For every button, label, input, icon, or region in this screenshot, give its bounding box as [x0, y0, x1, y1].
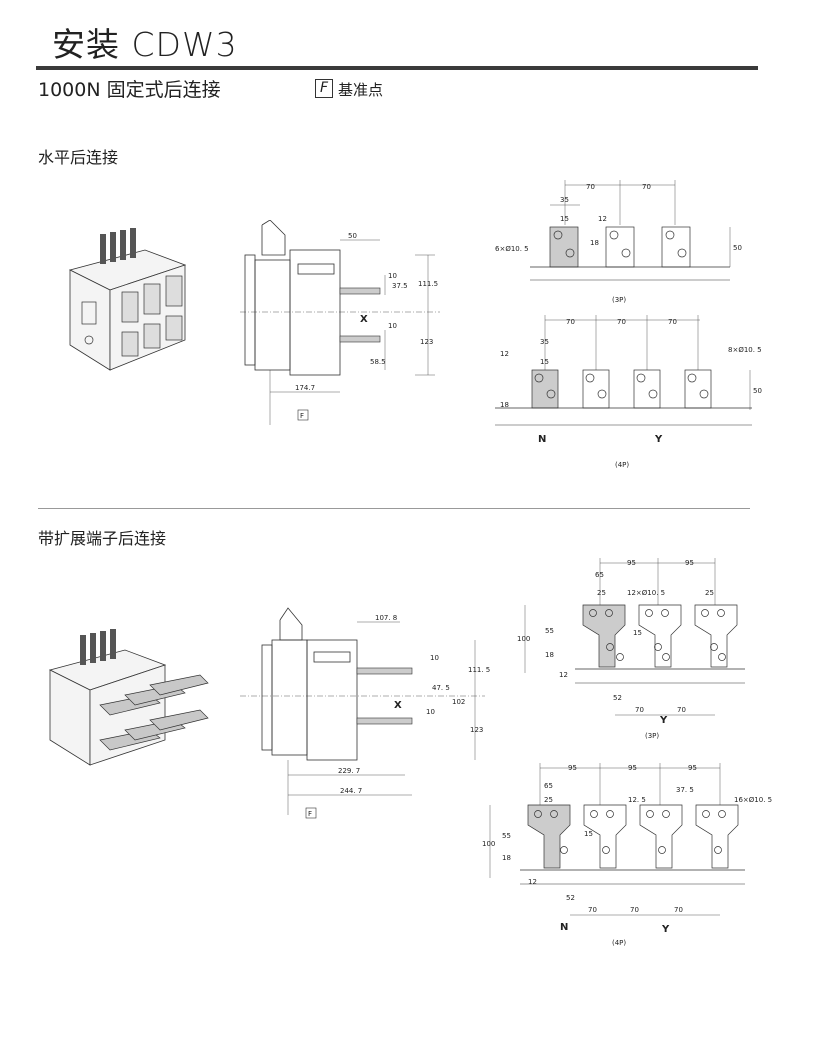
title-rule — [36, 66, 758, 70]
dim-229-7: 229. 7 — [338, 767, 360, 775]
dim-70-b: 70 — [677, 706, 686, 714]
hole-spec: 12×Ø10. 5 — [627, 589, 665, 597]
hole-spec: 6×Ø10. 5 — [495, 245, 529, 253]
dim-65: 65 — [544, 782, 553, 790]
dim-18: 18 — [500, 401, 509, 409]
dim-12: 12 — [598, 215, 607, 223]
dim-12-5: 12. 5 — [628, 796, 646, 804]
n-label: N — [538, 434, 546, 445]
side-view-horizontal: 50 10 37.5 111.5 X 10 123 58.5 174.7 F — [240, 220, 440, 425]
reference-point-label: 基准点 — [338, 81, 384, 99]
dim-55: 55 — [502, 832, 511, 840]
breaker-3d-view-horizontal — [68, 228, 187, 371]
dim-70-a: 70 — [588, 906, 597, 914]
dim-15: 15 — [540, 358, 549, 366]
dim-111-5: 111.5 — [418, 280, 438, 288]
dim-70-a: 70 — [635, 706, 644, 714]
view-label-4p: (4P) — [615, 461, 629, 469]
view-label-3p: (3P) — [645, 732, 659, 740]
dim-70-c: 70 — [674, 906, 683, 914]
dim-95-b: 95 — [685, 559, 694, 567]
section-heading-extended: 带扩展端子后连接 — [38, 529, 167, 548]
ref-f-label: F — [308, 810, 312, 818]
dim-15: 15 — [584, 830, 593, 838]
dim-100: 100 — [517, 635, 530, 643]
dim-15: 15 — [633, 629, 642, 637]
view-label-3p: (3P) — [612, 296, 626, 304]
section-divider — [38, 508, 750, 509]
dim-107-8: 107. 8 — [375, 614, 397, 622]
dim-12: 12 — [559, 671, 568, 679]
dim-10-bottom: 10 — [426, 708, 435, 716]
dim-47-5: 47. 5 — [432, 684, 450, 692]
dim-111-5: 111. 5 — [468, 666, 490, 674]
dim-174-7: 174.7 — [295, 384, 315, 392]
dim-35: 35 — [540, 338, 549, 346]
dim-18: 18 — [590, 239, 599, 247]
dim-102: 102 — [452, 698, 465, 706]
dim-123: 123 — [420, 338, 433, 346]
dim-12: 12 — [500, 350, 509, 358]
dim-10-bottom: 10 — [388, 322, 397, 330]
section-heading-horizontal: 水平后连接 — [38, 148, 119, 167]
dim-100: 100 — [482, 840, 495, 848]
dim-10-top: 10 — [430, 654, 439, 662]
ref-f-label: F — [300, 412, 304, 420]
top-view-3p-extended: 95 95 65 25 12×Ø10. 5 25 100 55 15 18 12… — [517, 558, 745, 740]
dim-123: 123 — [470, 726, 483, 734]
y-label: Y — [659, 715, 668, 726]
top-view-4p-horizontal: 70 70 70 35 12 15 8×Ø10. 5 50 18 N Y (4P… — [495, 315, 762, 469]
dim-18: 18 — [545, 651, 554, 659]
dim-12: 12 — [528, 878, 537, 886]
dim-95-a: 95 — [568, 764, 577, 772]
dim-70-a: 70 — [586, 183, 595, 191]
dim-50: 50 — [348, 232, 357, 240]
dim-70-a: 70 — [566, 318, 575, 326]
dim-50: 50 — [753, 387, 762, 395]
dim-35: 35 — [560, 196, 569, 204]
y-label: Y — [661, 924, 670, 935]
y-label: Y — [654, 434, 663, 445]
hole-spec: 16×Ø10. 5 — [734, 796, 772, 804]
dim-244-7: 244. 7 — [340, 787, 362, 795]
dim-10-top: 10 — [388, 272, 397, 280]
subtitle: 1000N 固定式后连接 — [38, 79, 221, 101]
dim-50: 50 — [733, 244, 742, 252]
axis-x-label: X — [360, 314, 368, 325]
dim-95-c: 95 — [688, 764, 697, 772]
hole-spec: 8×Ø10. 5 — [728, 346, 762, 354]
dim-70-b: 70 — [617, 318, 626, 326]
dim-37-5: 37. 5 — [676, 786, 694, 794]
top-view-3p-horizontal: 70 70 35 15 12 18 6×Ø10. 5 50 (3P) — [495, 180, 742, 304]
reference-point-symbol: F — [315, 79, 333, 98]
dim-15: 15 — [560, 215, 569, 223]
dim-95-b: 95 — [628, 764, 637, 772]
dim-58-5: 58.5 — [370, 358, 386, 366]
dim-18: 18 — [502, 854, 511, 862]
dim-52: 52 — [566, 894, 575, 902]
dim-65: 65 — [595, 571, 604, 579]
side-view-extended: 107. 8 10 111. 5 47. 5 X 102 10 123 229.… — [240, 607, 490, 819]
dim-55: 55 — [545, 627, 554, 635]
dim-95-a: 95 — [627, 559, 636, 567]
page-title: 安装 CDW3 — [52, 25, 238, 64]
dim-25-b: 25 — [705, 589, 714, 597]
view-label-4p: (4P) — [612, 939, 626, 947]
dim-25-a: 25 — [597, 589, 606, 597]
dim-70-c: 70 — [668, 318, 677, 326]
axis-x-label: X — [394, 700, 402, 711]
n-label: N — [560, 922, 568, 933]
dim-25: 25 — [544, 796, 553, 804]
top-view-4p-extended: 95 95 95 65 25 12. 5 37. 5 16×Ø10. 5 55 … — [482, 763, 772, 947]
dim-70-b: 70 — [630, 906, 639, 914]
dim-37-5: 37.5 — [392, 282, 408, 290]
breaker-3d-view-extended — [48, 629, 209, 766]
dim-52: 52 — [613, 694, 622, 702]
dim-70-b: 70 — [642, 183, 651, 191]
